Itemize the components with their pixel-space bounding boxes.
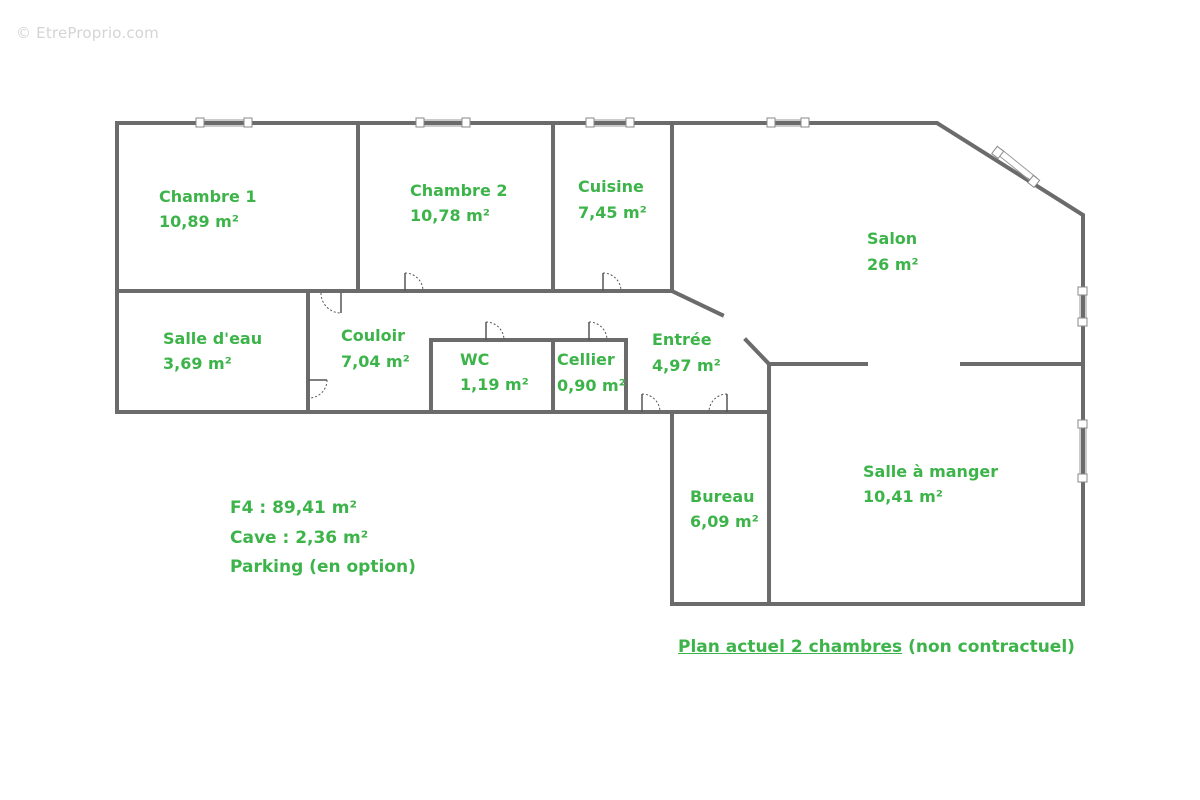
room-area-chambre2: 10,78 m²	[410, 206, 490, 225]
window-chambre1	[195, 117, 253, 128]
window-salon-top	[766, 117, 810, 128]
walls	[115, 121, 1085, 606]
wall-entree-diagonal-bottom	[743, 337, 772, 367]
door-entree-left	[641, 393, 661, 413]
room-area-chambre1: 10,89 m²	[159, 212, 239, 231]
room-label-salle-a-manger: Salle à manger	[863, 462, 999, 481]
window-salle-a-manger-right	[1077, 419, 1088, 483]
room-label-couloir: Couloir	[341, 326, 405, 345]
door-couloir-top	[320, 292, 342, 314]
summary-total: F4 : 89,41 m²	[230, 498, 357, 518]
plan-caption-title: Plan actuel 2 chambres	[678, 637, 903, 657]
room-label-cuisine: Cuisine	[578, 177, 644, 196]
plan-caption-note: (non contractuel)	[908, 637, 1075, 657]
room-area-entree: 4,97 m²	[652, 356, 721, 375]
room-label-chambre2: Chambre 2	[410, 181, 508, 200]
room-label-chambre1: Chambre 1	[159, 187, 257, 206]
door-wc	[485, 321, 505, 341]
plan-caption: Plan actuel 2 chambres (non contractuel)	[678, 637, 1075, 657]
room-area-salle-a-manger: 10,41 m²	[863, 487, 943, 506]
watermark: © EtreProprio.com	[16, 24, 159, 42]
room-label-salle-deau: Salle d'eau	[163, 329, 263, 348]
room-label-salon: Salon	[867, 229, 918, 248]
room-area-couloir: 7,04 m²	[341, 352, 410, 371]
room-area-bureau: 6,09 m²	[690, 512, 759, 531]
room-label-entree: Entrée	[652, 330, 712, 349]
door-cuisine	[602, 272, 622, 292]
wall-entree-diagonal-top	[669, 288, 725, 318]
room-area-cellier: 0,90 m²	[557, 376, 626, 395]
room-label-bureau: Bureau	[690, 487, 755, 506]
summary-parking: Parking (en option)	[230, 557, 416, 577]
door-chambre2	[404, 272, 424, 292]
outer-wall	[115, 121, 1085, 606]
door-salledeau	[308, 379, 328, 399]
room-area-wc: 1,19 m²	[460, 375, 529, 394]
window-cuisine	[585, 117, 635, 128]
doors	[308, 272, 728, 413]
door-cellier	[588, 321, 608, 341]
windows	[195, 117, 1088, 483]
room-area-salon: 26 m²	[867, 255, 919, 274]
summary-cave: Cave : 2,36 m²	[230, 528, 369, 548]
room-label-cellier: Cellier	[557, 350, 615, 369]
room-area-salle-deau: 3,69 m²	[163, 354, 232, 373]
door-bureau	[708, 393, 728, 413]
window-salon-right	[1077, 286, 1088, 327]
window-chambre2	[415, 117, 471, 128]
window-salon-diagonal	[991, 145, 1041, 189]
room-area-cuisine: 7,45 m²	[578, 203, 647, 222]
room-label-wc: WC	[460, 350, 490, 369]
